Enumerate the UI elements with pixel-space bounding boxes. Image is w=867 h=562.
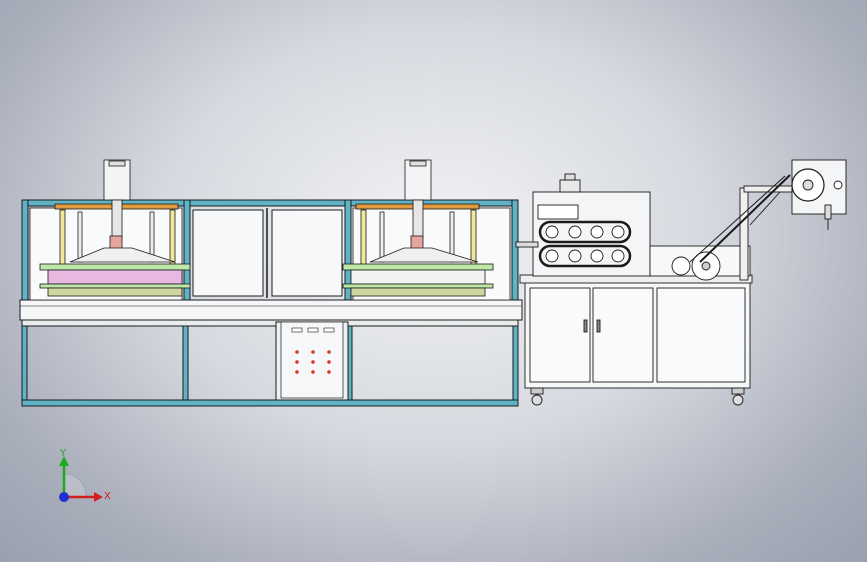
center-doors — [192, 208, 343, 298]
tabletop — [19, 299, 523, 321]
axis-triad: Y X — [59, 448, 111, 502]
y-axis-label: Y — [59, 448, 67, 459]
control-panel — [275, 321, 349, 401]
feeder-unit — [515, 159, 847, 406]
z-axis-dot — [59, 492, 69, 502]
press-station-right — [342, 159, 511, 301]
x-axis-label: X — [104, 491, 111, 502]
press-machine — [19, 159, 523, 407]
press-station-left — [29, 159, 191, 301]
base-frame — [21, 319, 519, 407]
upper-frame — [21, 199, 519, 301]
